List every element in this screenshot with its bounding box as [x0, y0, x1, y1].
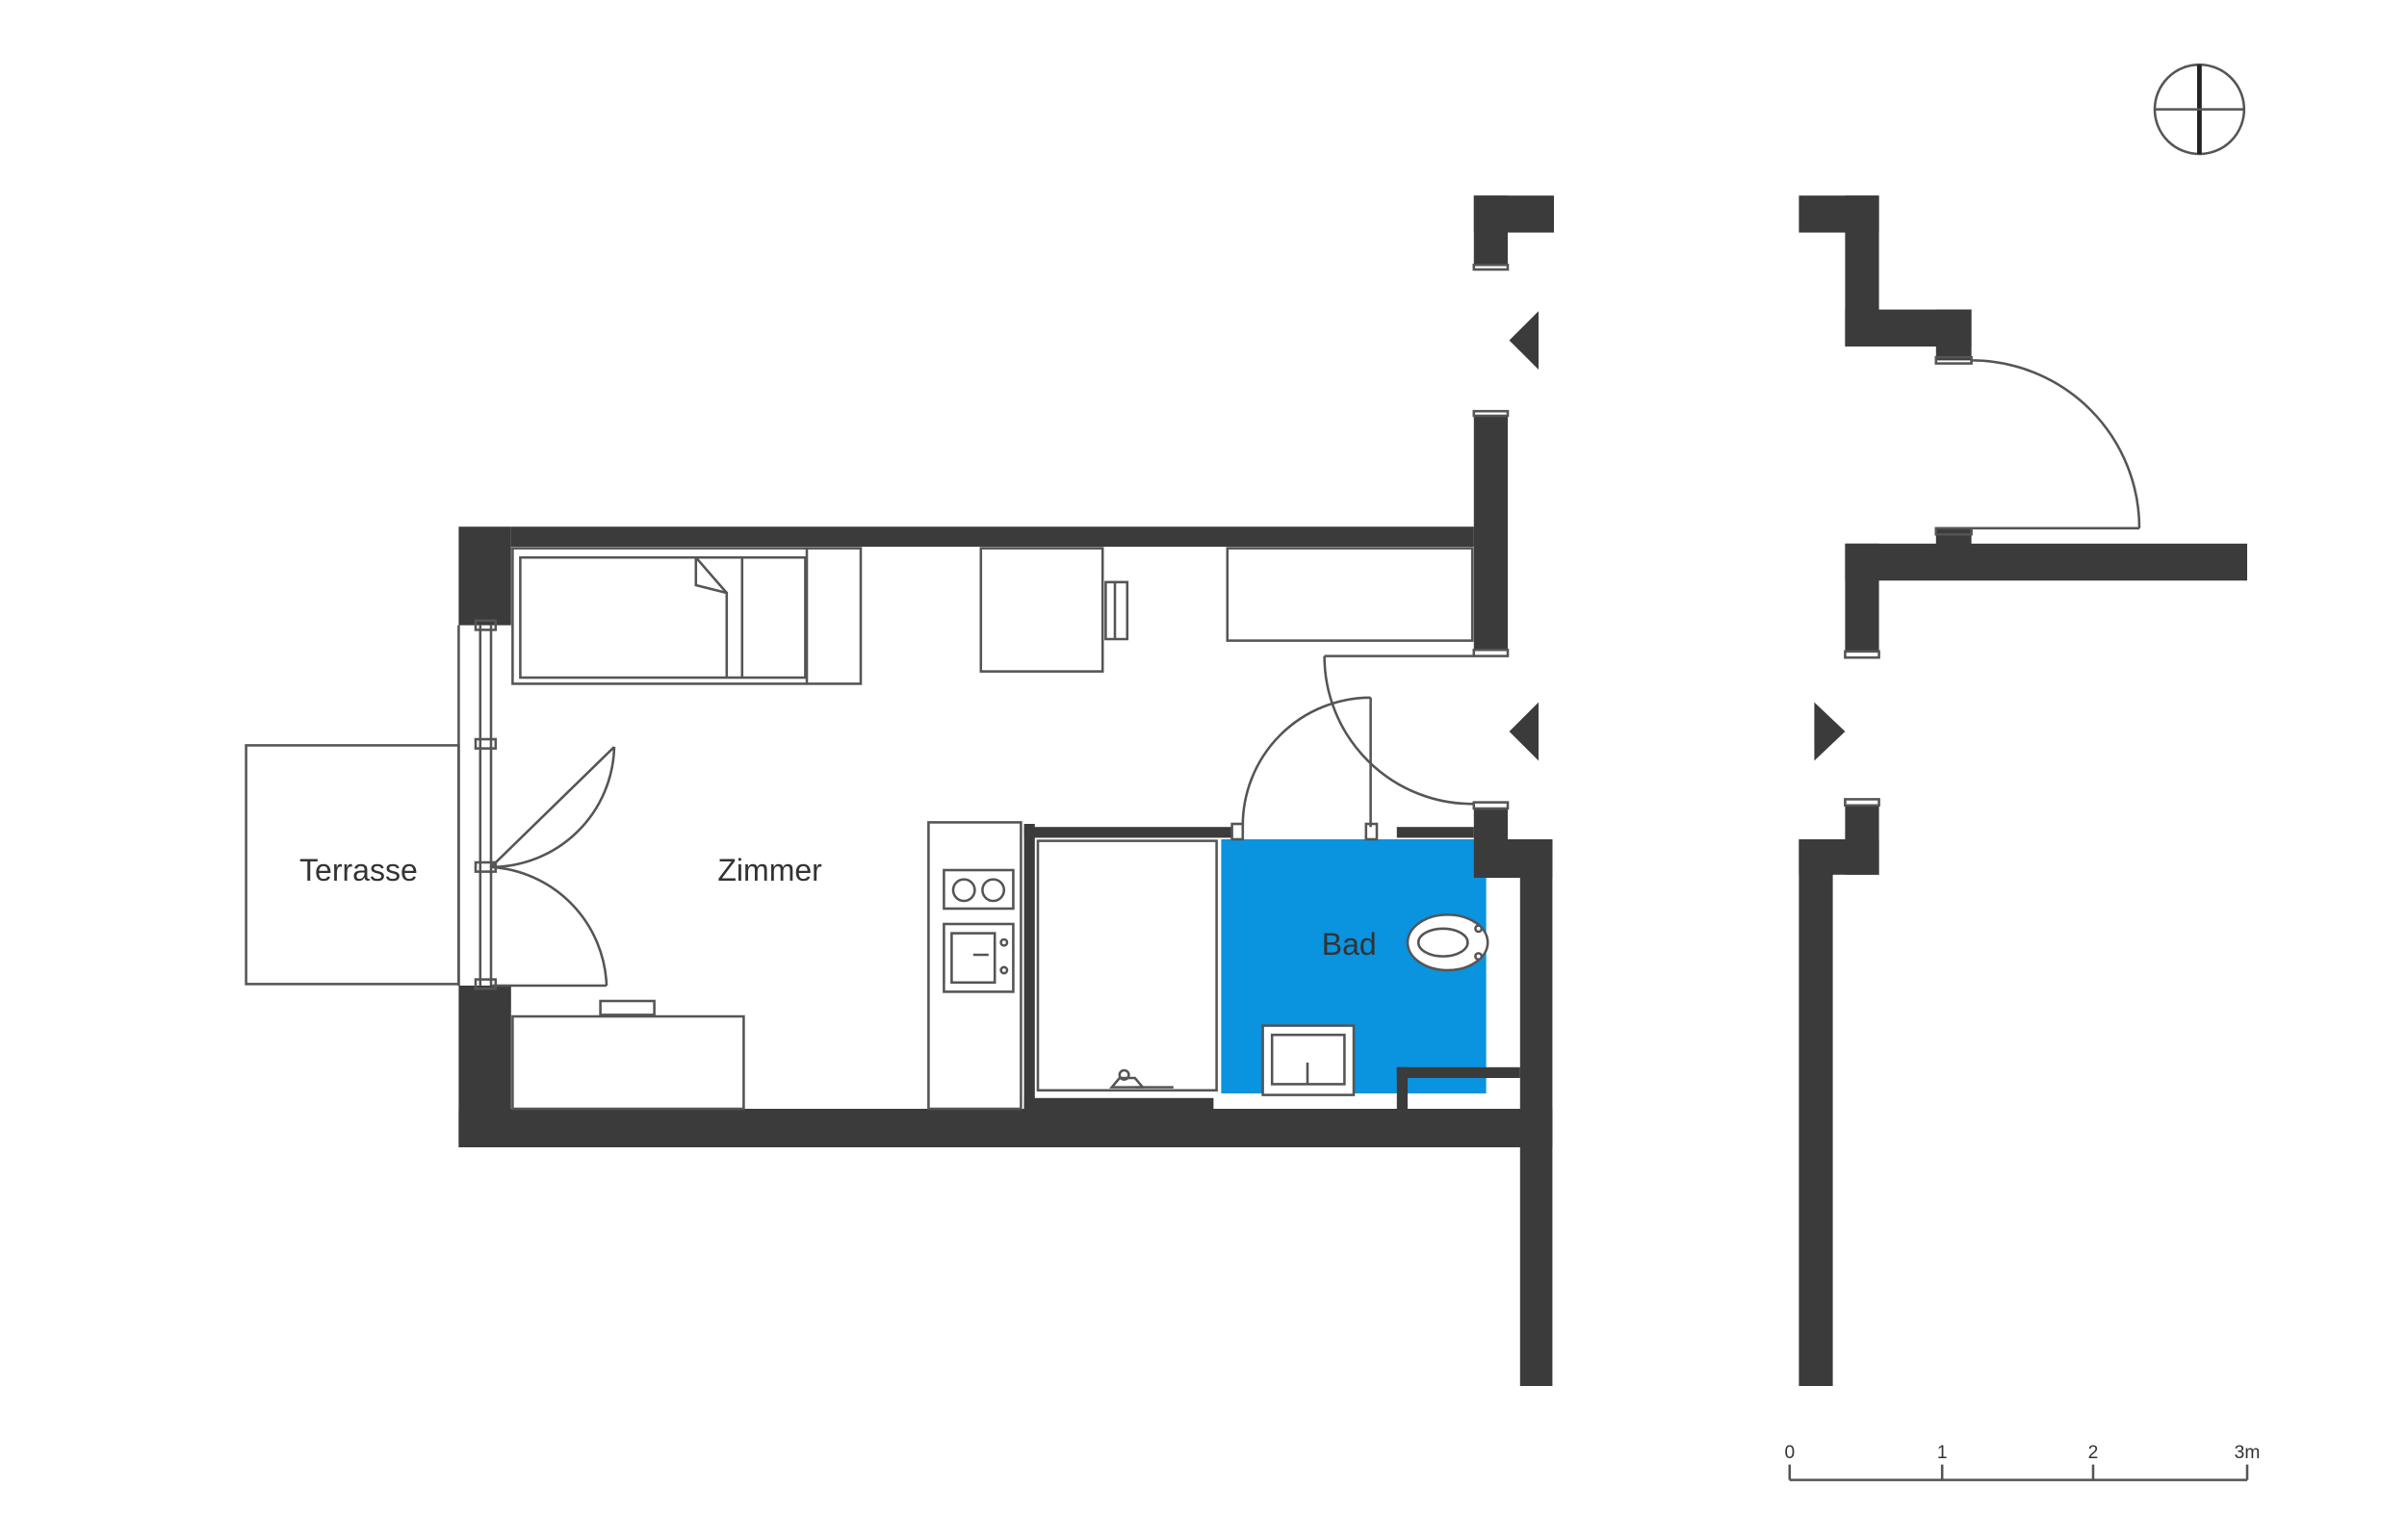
door-jambs [1230, 263, 1973, 841]
toilet [1406, 913, 1489, 972]
bed [511, 547, 863, 685]
sideboard [511, 999, 745, 1111]
walls [458, 195, 2247, 1386]
label-zimmer: Zimmer [717, 853, 822, 887]
corridor-door-swing [1971, 359, 2141, 530]
desk [979, 547, 1129, 673]
shower [1036, 839, 1218, 1092]
scale-tick-1: 1 [1937, 1443, 1948, 1463]
scale-tick-2: 2 [2088, 1443, 2099, 1463]
bathroom-door-swing [1241, 696, 1372, 828]
wardrobe [1226, 547, 1474, 642]
north-arrow-icon [2153, 63, 2246, 156]
scale-tick-0: 0 [1784, 1443, 1795, 1463]
kitchenette [927, 821, 1022, 1111]
terrace-door-frame [457, 619, 616, 990]
washbasin [1261, 1024, 1356, 1096]
scale-bar: 0 1 2 3m [1784, 1443, 2261, 1481]
label-terrasse: Terrasse [299, 853, 418, 887]
room-door-swing [1323, 654, 1474, 806]
scale-tick-3: 3m [2235, 1443, 2261, 1463]
label-bad: Bad [1322, 927, 1377, 962]
entry-arrow-icon [1509, 311, 1846, 761]
